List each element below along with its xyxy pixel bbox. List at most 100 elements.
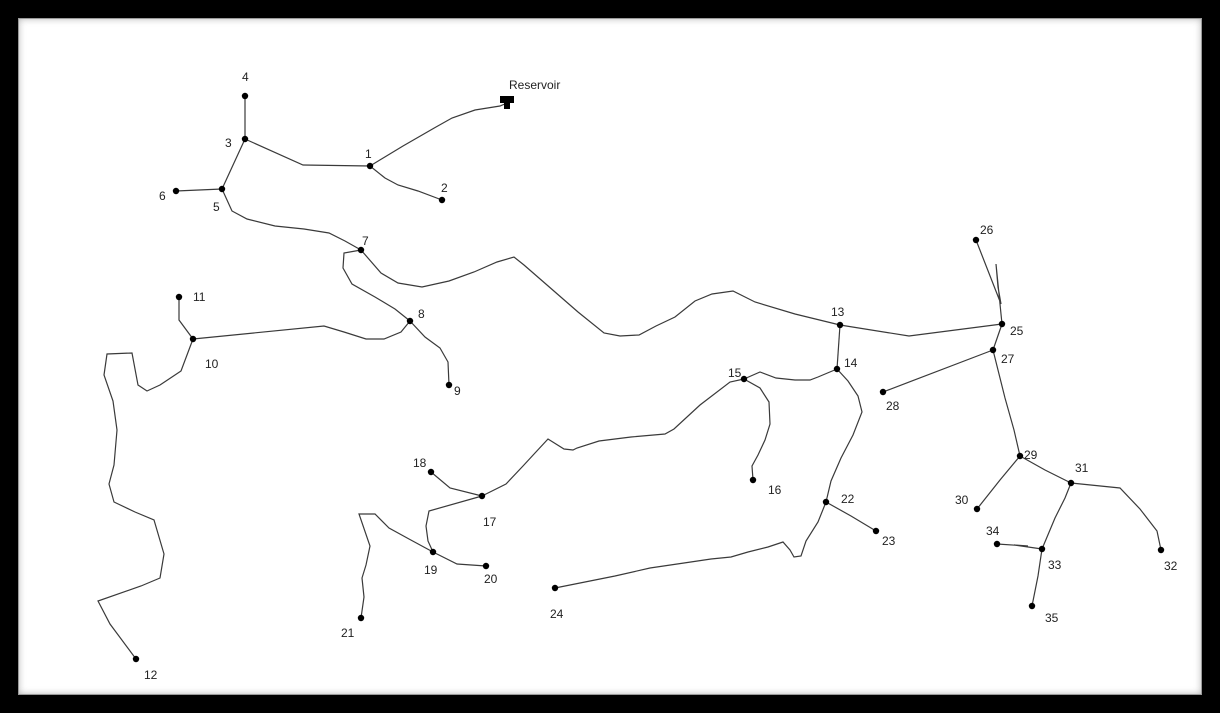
junction-node-28 [879, 388, 887, 396]
node-label-9: 9 [454, 384, 461, 398]
node-label-33: 33 [1048, 558, 1062, 572]
junction-node-21 [357, 614, 365, 622]
node-label-31: 31 [1075, 461, 1089, 475]
node-label-15: 15 [728, 366, 742, 380]
junction-node-14 [833, 365, 841, 373]
node-label-35: 35 [1045, 611, 1059, 625]
reservoir-icon [500, 96, 514, 109]
pipe-10-11 [178, 297, 194, 340]
pipe-5-6 [175, 188, 223, 192]
pipe-15-17 [481, 378, 745, 497]
node-label-27: 27 [1001, 352, 1015, 366]
junction-node-17 [478, 492, 486, 500]
pipe-17-19 [425, 495, 483, 553]
junction-node-6 [172, 187, 180, 195]
pipe-19-21 [358, 513, 434, 619]
pipe-5-7 [221, 188, 362, 251]
junction-node-32 [1157, 546, 1165, 554]
junction-node-24 [551, 584, 559, 592]
pipe-8-10 [192, 320, 411, 340]
pipe-14-15 [743, 368, 838, 381]
junction-node-16 [749, 476, 757, 484]
node-label-3: 3 [225, 136, 232, 150]
junction-node-1 [366, 162, 374, 170]
pipe-33-34 [996, 543, 1043, 550]
node-label-10: 10 [205, 357, 219, 371]
junction-node-12 [132, 655, 140, 663]
junction-node-3 [241, 135, 249, 143]
nodes-layer [132, 92, 1165, 663]
pipe-25-26 [975, 239, 1003, 325]
node-label-2: 2 [441, 181, 448, 195]
pipe-29-30 [976, 455, 1021, 510]
junction-node-9 [445, 381, 453, 389]
node-label-17: 17 [483, 515, 497, 529]
node-label-26: 26 [980, 223, 994, 237]
junction-node-20 [482, 562, 490, 570]
junction-node-8 [406, 317, 414, 325]
node-label-29: 29 [1024, 448, 1038, 462]
pipe-reservoir-1 [369, 102, 508, 167]
pipe-7-8 [342, 249, 411, 322]
pipes-layer [97, 96, 1162, 660]
junction-node-29 [1016, 452, 1024, 460]
junction-node-18 [427, 468, 435, 476]
pipe-3-5 [221, 138, 246, 190]
pipe-1-2 [369, 165, 443, 201]
labels-layer: Reservoir1234567891011121314151617181920… [144, 70, 1178, 682]
node-label-24: 24 [550, 607, 564, 621]
junction-node-11 [175, 293, 183, 301]
junction-node-23 [872, 527, 880, 535]
junction-node-2 [438, 196, 446, 204]
node-label-11: 11 [193, 290, 206, 304]
pipe-1-3 [244, 138, 371, 167]
junction-node-19 [429, 548, 437, 556]
pipe-14-22 [825, 368, 863, 503]
node-label-28: 28 [886, 399, 900, 413]
node-label-34: 34 [986, 524, 1000, 538]
junction-node-26 [972, 236, 980, 244]
node-label-21: 21 [341, 626, 355, 640]
pipe-27-28 [882, 349, 994, 393]
node-label-13: 13 [831, 305, 845, 319]
node-label-8: 8 [418, 307, 425, 321]
pipe-22-23 [825, 501, 877, 532]
node-label-12: 12 [144, 668, 158, 682]
pipe-13-25 [839, 323, 1003, 337]
junction-node-4 [241, 92, 249, 100]
pipe-31-32 [1070, 482, 1162, 551]
junction-node-25 [998, 320, 1006, 328]
node-label-14: 14 [844, 356, 858, 370]
pipe-7-13 [360, 249, 841, 337]
node-label-32: 32 [1164, 559, 1178, 573]
junction-node-31 [1067, 479, 1075, 487]
pipe-31-33 [1041, 482, 1072, 550]
pipe-29-31 [1019, 455, 1072, 484]
pipe-8-9 [409, 320, 450, 386]
junction-node-33 [1038, 545, 1046, 553]
junction-node-10 [189, 335, 197, 343]
pipe-network-diagram: Reservoir1234567891011121314151617181920… [97, 70, 1178, 682]
junction-node-27 [989, 346, 997, 354]
junction-node-15 [740, 375, 748, 383]
reservoir-label: Reservoir [509, 78, 560, 92]
junction-node-35 [1028, 602, 1036, 610]
node-label-6: 6 [159, 189, 166, 203]
node-label-19: 19 [424, 563, 438, 577]
node-label-18: 18 [413, 456, 427, 470]
node-label-4: 4 [242, 70, 249, 84]
pipe-13-14 [836, 324, 841, 370]
pipe-19-20 [432, 551, 487, 567]
junction-node-13 [836, 321, 844, 329]
node-label-25: 25 [1010, 324, 1024, 338]
node-label-16: 16 [768, 483, 782, 497]
node-label-30: 30 [955, 493, 969, 507]
junction-node-5 [218, 185, 226, 193]
junction-node-30 [973, 505, 981, 513]
node-label-20: 20 [484, 572, 498, 586]
junction-node-22 [822, 498, 830, 506]
pipe-10-12 [97, 338, 194, 660]
node-label-1: 1 [365, 147, 372, 161]
